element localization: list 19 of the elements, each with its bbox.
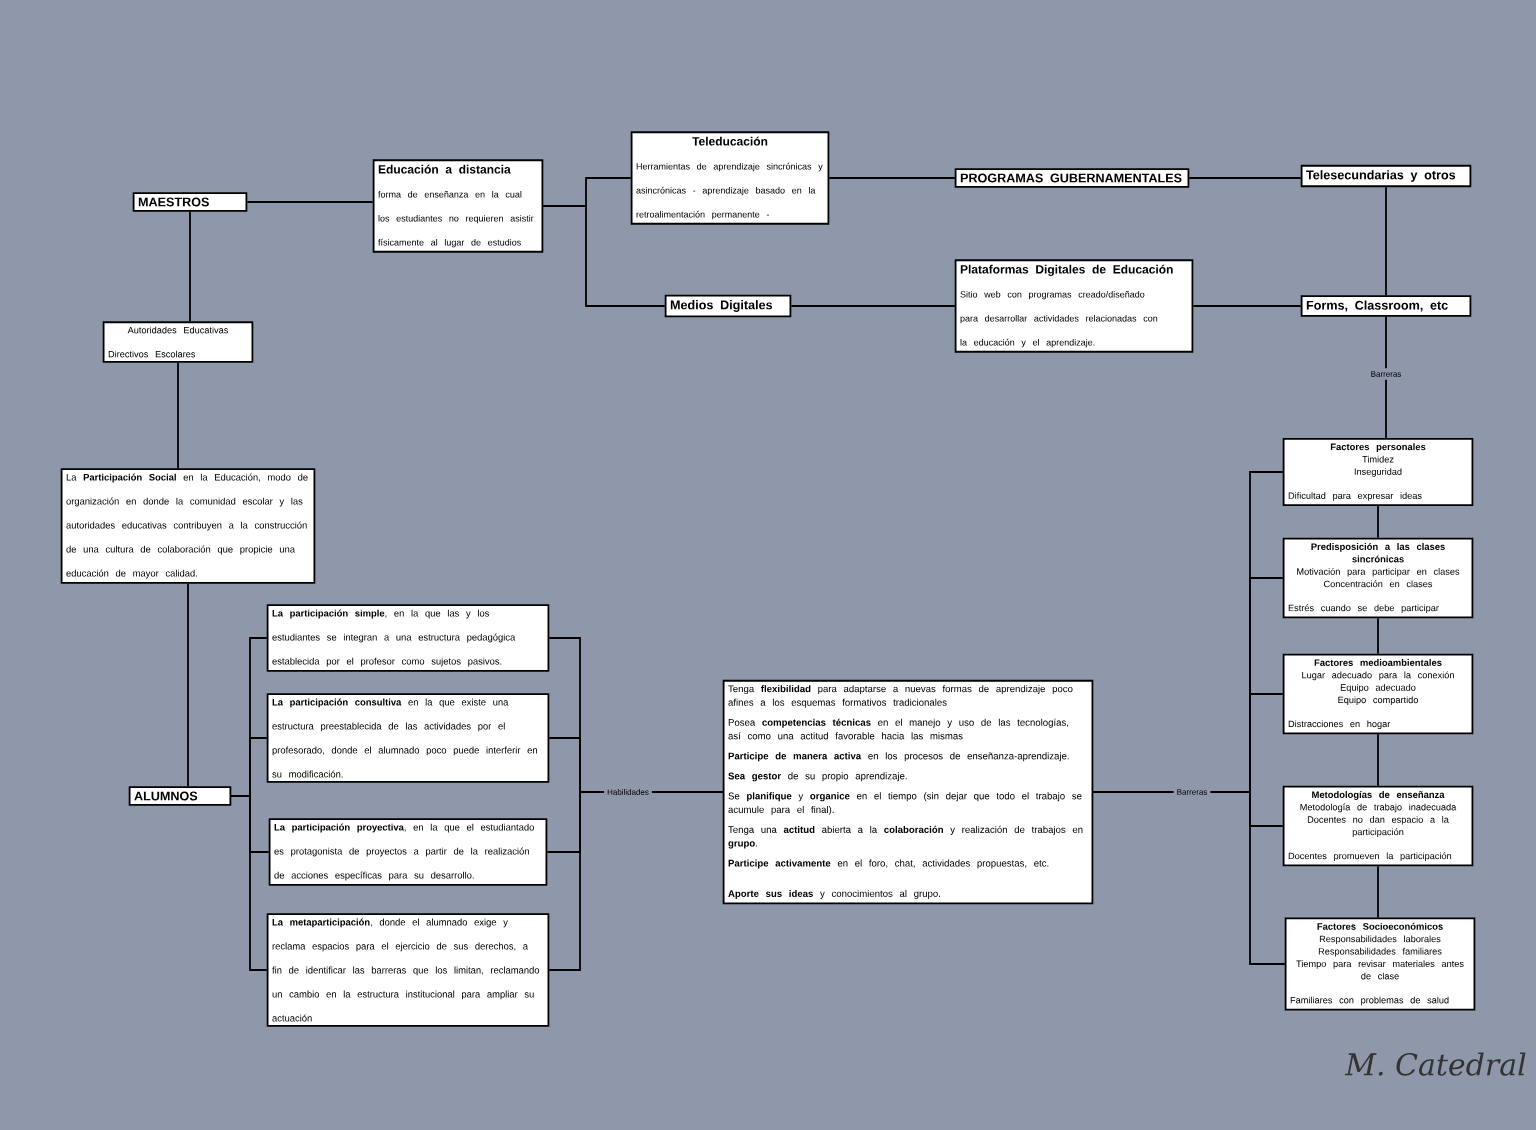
connector-line	[1377, 505, 1379, 539]
connector-line	[1377, 865, 1379, 919]
connector-line	[189, 210, 191, 323]
connector-line	[187, 582, 189, 788]
signature: M. Catedral	[1344, 1052, 1526, 1076]
connector-line	[177, 361, 179, 470]
connector-line	[1192, 305, 1302, 307]
connector-line	[1377, 617, 1379, 655]
connector-line	[1188, 177, 1302, 179]
connector-line	[246, 201, 374, 203]
connector-line	[828, 177, 956, 179]
connector-line	[548, 791, 724, 971]
connector-line	[1385, 186, 1387, 297]
connector-line	[542, 205, 666, 307]
connector-line	[790, 305, 956, 307]
connector-line	[1385, 315, 1387, 439]
connector-line	[1377, 733, 1379, 787]
connector-line	[1092, 791, 1286, 965]
connector-line	[230, 795, 268, 971]
